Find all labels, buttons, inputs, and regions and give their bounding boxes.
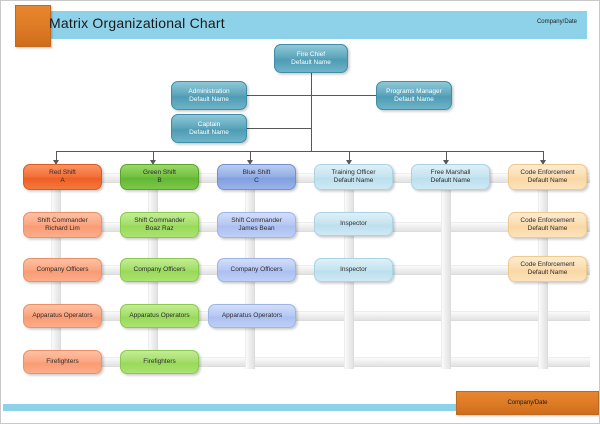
- connector-drop-2: [153, 151, 154, 162]
- rail-row-4: [25, 357, 590, 367]
- connector-drop-1: [56, 151, 57, 162]
- rail-row-3: [25, 311, 590, 321]
- node-green-firefighters[interactable]: Firefighters: [120, 350, 199, 374]
- node-line2: C: [254, 177, 259, 184]
- header-company-date: Company/Date: [536, 19, 577, 25]
- node-line1: Free Marshall: [430, 169, 471, 177]
- node-line1: Green Shift: [143, 169, 176, 177]
- footer-company-date-label: Company/Date: [507, 400, 548, 406]
- node-line2: James Bean: [238, 225, 275, 232]
- node-line2: Default Name: [430, 177, 471, 184]
- node-line1: Shift Commander: [37, 217, 88, 225]
- arrow-down-icon-6: [540, 160, 546, 165]
- node-line1: Company Officers: [230, 266, 283, 274]
- header-bar: [15, 11, 587, 39]
- footer-bar: [3, 404, 599, 411]
- node-line1: Company Officers: [133, 266, 186, 274]
- node-captain[interactable]: Captain Default Name: [171, 114, 247, 143]
- node-green-apparatus-operators[interactable]: Apparatus Operators: [120, 304, 199, 328]
- header-accent-tab: [15, 5, 51, 47]
- node-line1: Training Officer: [331, 169, 376, 177]
- node-line1: Programs Manager: [386, 87, 442, 95]
- arrow-down-icon-3: [247, 160, 253, 165]
- connector-captain: [246, 128, 312, 129]
- node-line1: Captain: [197, 120, 221, 128]
- connector-drop-6: [543, 151, 544, 162]
- node-line1: Inspector: [340, 266, 367, 274]
- node-line2: B: [157, 177, 162, 184]
- node-line2: Default Name: [527, 269, 568, 276]
- node-administration[interactable]: Administration Default Name: [171, 81, 247, 110]
- node-line1: Apparatus Operators: [129, 312, 190, 320]
- node-line2: Default Name: [189, 95, 229, 103]
- node-training-inspector-1[interactable]: Inspector: [314, 212, 393, 236]
- rail-row-head: [25, 173, 590, 183]
- connector-drop-3: [250, 151, 251, 162]
- arrow-down-icon-4: [346, 160, 352, 165]
- page-title: Matrix Organizational Chart: [49, 15, 225, 31]
- node-line1: Fire Chief: [296, 50, 326, 58]
- node-line2: Default Name: [527, 177, 568, 184]
- rail-row-1: [25, 222, 590, 232]
- node-line1: Apparatus Operators: [221, 312, 283, 320]
- arrow-down-icon-1: [53, 160, 59, 165]
- node-line2: A: [60, 177, 65, 184]
- node-line1: Shift Commander: [231, 217, 282, 225]
- node-blue-company-officers[interactable]: Company Officers: [217, 258, 296, 282]
- node-line1: Firefighters: [143, 358, 176, 366]
- node-red-company-officers[interactable]: Company Officers: [23, 258, 102, 282]
- node-line1: Inspector: [340, 220, 367, 228]
- connector-programs-manager: [311, 95, 377, 96]
- node-line1: Shift Commander: [134, 217, 185, 225]
- connector-bus: [56, 151, 543, 152]
- rail-col-5: [441, 169, 451, 369]
- connector-administration: [246, 95, 312, 96]
- node-line1: Code Enforcement: [520, 169, 575, 177]
- node-line1: Apparatus Operators: [32, 312, 93, 320]
- node-red-apparatus-operators[interactable]: Apparatus Operators: [23, 304, 102, 328]
- node-line1: Firefighters: [46, 358, 79, 366]
- node-line1: Company Officers: [36, 266, 89, 274]
- node-line1: Code Enforcement: [520, 261, 575, 269]
- node-line2: Default Name: [333, 177, 374, 184]
- rail-row-2: [25, 265, 590, 275]
- connector-drop-5: [446, 151, 447, 162]
- node-red-firefighters[interactable]: Firefighters: [23, 350, 102, 374]
- node-fire-chief[interactable]: Fire Chief Default Name: [274, 44, 348, 73]
- connector-chief-vertical: [311, 73, 312, 151]
- node-blue-apparatus-operators[interactable]: Apparatus Operators: [208, 304, 296, 328]
- arrow-down-icon-2: [150, 160, 156, 165]
- node-line2: Default Name: [189, 128, 229, 136]
- connector-drop-4: [349, 151, 350, 162]
- arrow-down-icon-5: [443, 160, 449, 165]
- node-line1: Code Enforcement: [520, 217, 575, 225]
- node-line1: Blue Shift: [242, 169, 271, 177]
- node-line2: Default Name: [394, 95, 434, 103]
- node-line2: Richard Lim: [45, 225, 80, 232]
- node-line1: Administration: [188, 87, 230, 95]
- node-line2: Default Name: [527, 225, 568, 232]
- node-green-company-officers[interactable]: Company Officers: [120, 258, 199, 282]
- node-line2: Boaz Raz: [145, 225, 174, 232]
- footer-company-date-tab: Company/Date: [456, 391, 599, 415]
- node-training-inspector-2[interactable]: Inspector: [314, 258, 393, 282]
- node-line2: Default Name: [291, 58, 331, 66]
- node-line1: Red Shift: [49, 169, 76, 177]
- node-programs-manager[interactable]: Programs Manager Default Name: [376, 81, 452, 110]
